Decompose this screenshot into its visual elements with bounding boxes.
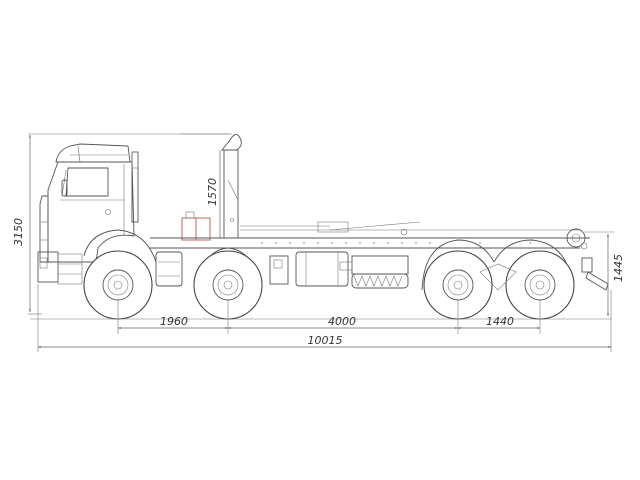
hitch-height-label: 1445 xyxy=(612,254,625,282)
axle-dimensions xyxy=(117,300,541,334)
rear-bogie xyxy=(479,263,517,291)
wheelbase-middle-label: 4000 xyxy=(328,315,356,328)
height-label: 3150 xyxy=(12,218,25,246)
overall-length-label: 10015 xyxy=(308,334,343,347)
hydraulic-tank xyxy=(181,211,211,241)
axle-spacing-front-label: 1960 xyxy=(160,315,188,328)
axle-spacing-rear-label: 1440 xyxy=(486,315,514,328)
chassis-frame xyxy=(150,221,590,289)
rear-hitch xyxy=(566,228,614,316)
hook-height-label: 1570 xyxy=(206,178,219,206)
length-dimension xyxy=(37,284,612,352)
truck-cab xyxy=(37,143,157,285)
wheel-front-2 xyxy=(193,250,263,320)
